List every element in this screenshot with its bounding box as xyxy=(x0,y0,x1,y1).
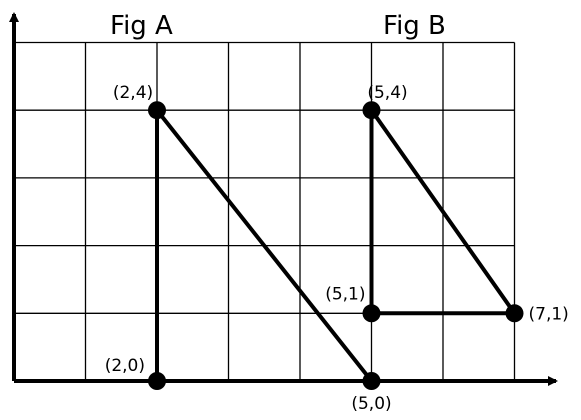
shapes xyxy=(155,108,517,383)
fig-b-segment xyxy=(369,108,517,316)
fig-a-point xyxy=(148,101,166,120)
points xyxy=(148,101,524,390)
fig-a-point xyxy=(148,372,166,390)
fig-b-point-label: (7,1) xyxy=(529,304,569,324)
point-labels: (2,4) (2,0) (5,0) (5,4) (5,1) (7,1) xyxy=(105,83,569,414)
fig-b-point xyxy=(362,304,381,323)
fig-a-title: Fig A xyxy=(110,11,173,41)
fig-a-point-label: (5,0) xyxy=(351,394,391,414)
fig-b-point-label: (5,1) xyxy=(325,284,365,304)
grid xyxy=(13,41,516,382)
fig-b-point-label: (5,4) xyxy=(367,83,407,103)
fig-b-title: Fig B xyxy=(383,11,446,41)
fig-a-segment xyxy=(155,108,374,383)
fig-a-point-label: (2,0) xyxy=(105,356,145,376)
fig-a-point-label: (2,4) xyxy=(113,83,153,103)
fig-a-point xyxy=(362,372,381,390)
fig-b-point xyxy=(362,101,381,120)
fig-b-point xyxy=(505,304,524,323)
